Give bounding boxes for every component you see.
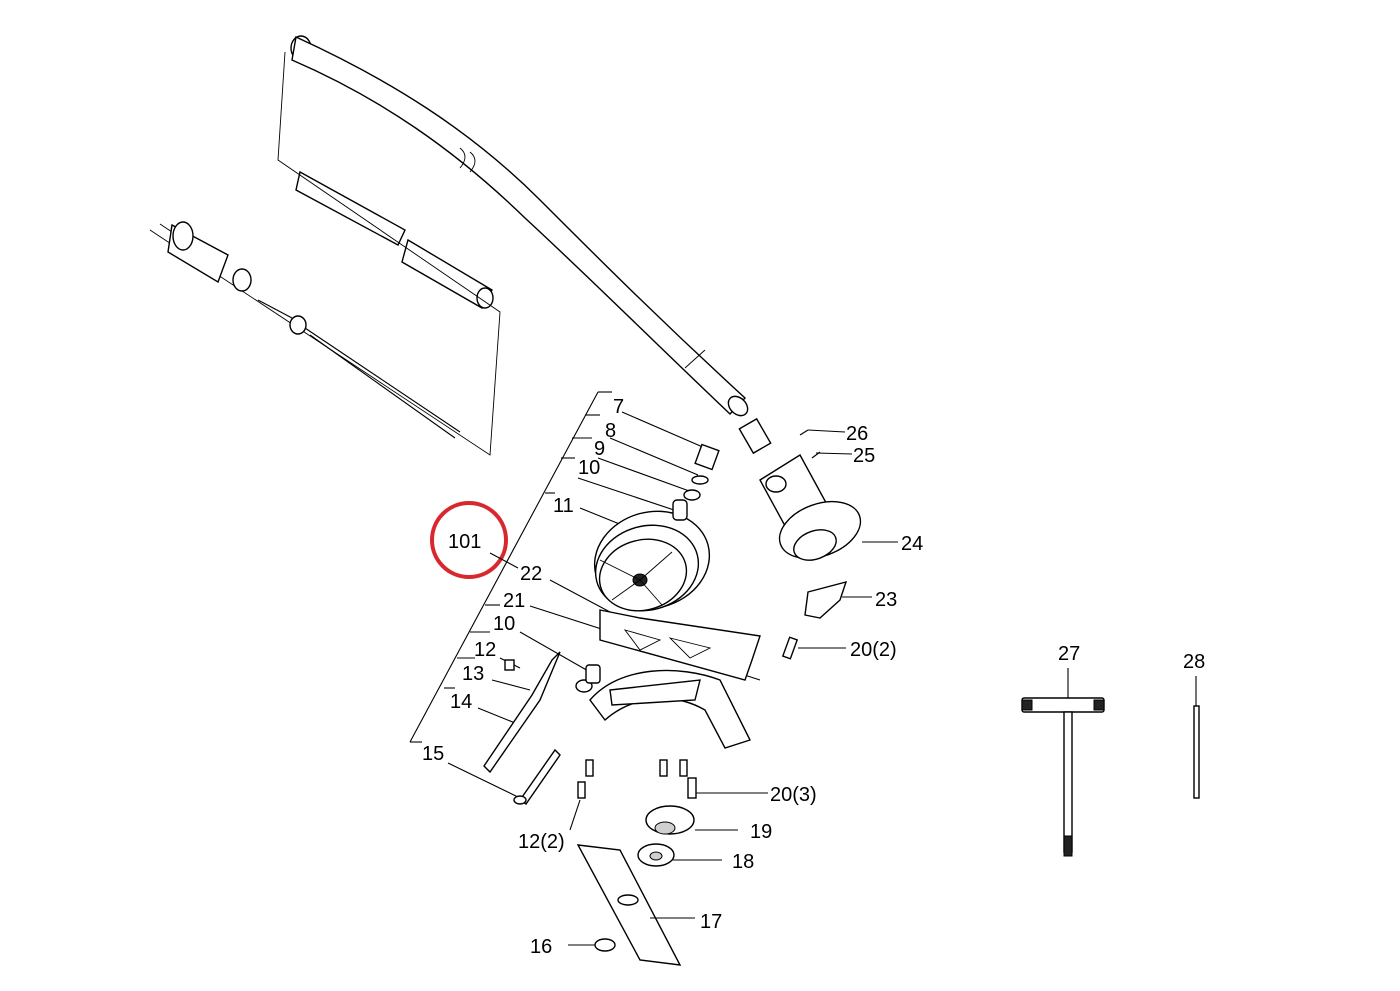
blade-arm <box>599 609 761 681</box>
callout-7: 7 <box>613 396 624 418</box>
callout-24: 24 <box>901 533 923 555</box>
t-wrench-tool <box>1021 668 1105 857</box>
blade-guard <box>589 669 751 749</box>
callout-11: 11 <box>553 495 574 517</box>
gear-head <box>738 417 898 561</box>
callout-21: 21 <box>503 590 525 612</box>
callout-25: 25 <box>853 445 875 467</box>
callout-16: 16 <box>530 936 552 958</box>
callout-14: 14 <box>450 691 472 713</box>
callout-20-3: 20(3) <box>770 784 817 806</box>
callout-101: 101 <box>448 531 481 553</box>
callout-9: 9 <box>594 438 605 460</box>
callout-26: 26 <box>846 423 868 445</box>
edger-blade <box>568 844 695 966</box>
blade-parts <box>483 651 601 805</box>
callout-12-2: 12(2) <box>518 831 565 853</box>
shaft-tube <box>290 35 749 417</box>
screws <box>569 759 768 831</box>
wheel <box>593 510 711 612</box>
callout-28: 28 <box>1183 651 1205 673</box>
callout-8: 8 <box>605 420 616 442</box>
callout-10-bottom: 10 <box>493 613 515 635</box>
callout-22: 22 <box>520 563 542 585</box>
highlight-callout-101: 101 <box>430 501 519 579</box>
callout-19: 19 <box>750 821 772 843</box>
washers <box>637 805 738 867</box>
callout-12: 12 <box>474 639 496 661</box>
callout-13: 13 <box>462 663 484 685</box>
callout-15: 15 <box>422 743 444 765</box>
callout-27: 27 <box>1058 643 1080 665</box>
callout-17: 17 <box>700 911 722 933</box>
callout-10-top: 10 <box>578 457 600 479</box>
callout-18: 18 <box>732 851 754 873</box>
guard-bracket <box>781 580 872 660</box>
callout-20-2: 20(2) <box>850 639 897 661</box>
bolt-parts <box>672 443 720 521</box>
pin-tool <box>1193 676 1200 799</box>
drive-shaft-assembly <box>159 221 461 439</box>
callout-23: 23 <box>875 589 897 611</box>
highlight-circle <box>430 501 508 579</box>
